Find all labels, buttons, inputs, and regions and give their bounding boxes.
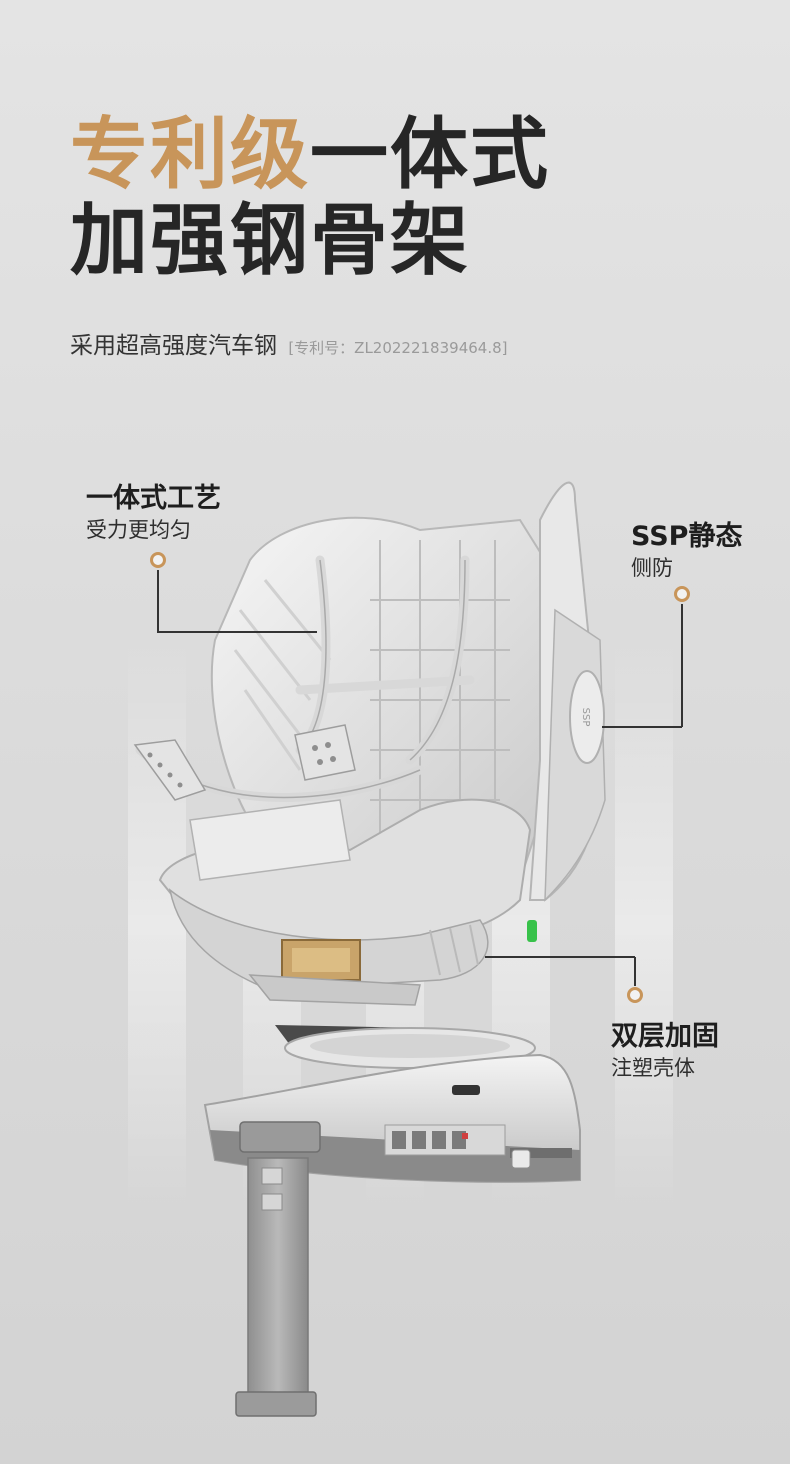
callout-shell-line-v [634,957,636,986]
headline-rest: 一体式 [310,110,551,200]
callout-shell-title: 双层加固 [611,1021,719,1052]
frame-bracket [133,724,356,801]
background-stripe [615,640,673,1210]
callout-ssp-desc: 侧防 [631,556,673,580]
callout-shell-line-h [485,956,635,958]
callout-integrated-line-h [157,631,317,633]
callout-shell-desc: 注塑壳体 [611,1056,695,1080]
patent-number: [专利号：ZL202221839464.8] [288,339,508,357]
seat-side-wing: SSP [527,481,606,942]
callout-integrated-dot [150,552,166,568]
callout-integrated-line-v [157,570,159,632]
ssp-side-badge: SSP [580,708,591,727]
rotating-plate [275,1025,536,1069]
headline-accent: 专利级 [70,110,311,200]
callout-ssp-line-h [602,726,682,728]
callout-ssp-title: SSP静态 [631,521,743,552]
seat-back-shell [210,516,562,881]
callout-integrated-title: 一体式工艺 [86,483,221,514]
background-stripe [128,640,186,1210]
callout-integrated-desc: 受力更均匀 [86,518,191,542]
subheadline-text: 采用超高强度汽车钢 [70,333,277,359]
headline-line-2: 加强钢骨架 [70,196,471,286]
support-leg [235,1157,317,1417]
callout-ssp-line-v [681,604,683,727]
callout-shell-dot [627,987,643,1003]
headline-line-1: 专利级一体式 [70,116,550,194]
callout-ssp-dot [674,586,690,602]
subheadline: 采用超高强度汽车钢 [专利号：ZL202221839464.8] [70,326,507,360]
seat-cushion [158,798,532,1006]
